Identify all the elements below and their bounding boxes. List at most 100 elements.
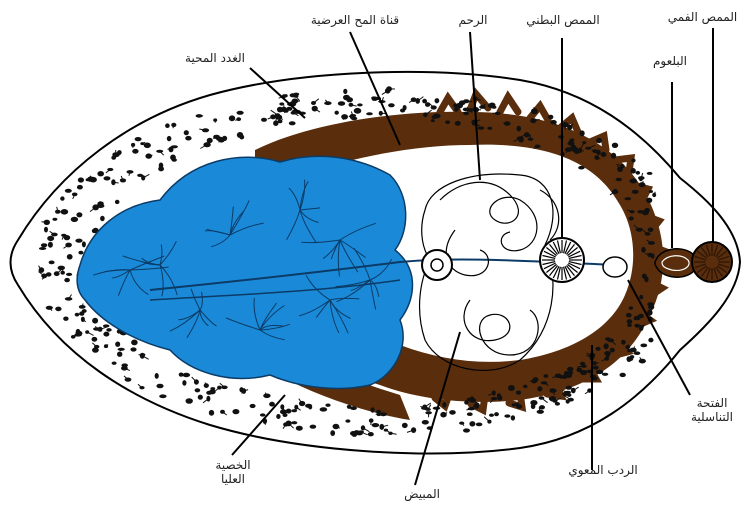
vitelline-gland-dot <box>629 306 633 309</box>
vitelline-gland-dot <box>566 399 570 403</box>
vitelline-gland-dot <box>291 409 297 412</box>
label-pharynx: البلعوم <box>640 54 700 68</box>
label-testis-line1: الخصية <box>198 458 268 472</box>
vitelline-gland-dot <box>184 130 189 135</box>
label-genital-pore: الفتحة التناسلية <box>680 396 744 424</box>
vitelline-gland-dot <box>308 405 312 410</box>
vitelline-gland-dot <box>602 373 608 376</box>
vitelline-gland-dot <box>100 216 105 221</box>
vitelline-gland-dot <box>626 313 632 318</box>
vitelline-gland-dot <box>641 247 646 253</box>
vitelline-gland-dot <box>279 102 284 105</box>
vitelline-gland-dot <box>165 123 170 128</box>
vitelline-gland-dot <box>494 412 499 416</box>
vitelline-gland-dot <box>112 362 117 365</box>
vitelline-gland-dot <box>343 89 347 94</box>
label-laurer-canal: قناة المح العرضية <box>300 13 410 27</box>
vitelline-gland-dot <box>103 332 109 337</box>
vitelline-gland-dot <box>476 423 483 427</box>
vitelline-gland-dot <box>610 348 615 353</box>
vitelline-gland-dot <box>52 218 57 221</box>
vitelline-gland-dot <box>422 99 427 104</box>
vitelline-gland-dot <box>55 307 61 312</box>
vitelline-gland-dot <box>548 115 553 120</box>
vitelline-gland-dot <box>335 111 339 115</box>
vitelline-gland-dot <box>596 138 602 143</box>
label-intestinal-caecum: الردب المعوي <box>553 463 653 477</box>
vitelline-gland-dot <box>92 337 98 342</box>
vitelline-gland-dot <box>60 196 64 200</box>
vitelline-gland-dot <box>552 389 557 393</box>
vitelline-gland-dot <box>647 172 653 175</box>
vitelline-gland-dot <box>283 413 288 417</box>
vitelline-gland-dot <box>64 278 70 282</box>
vitelline-gland-dot <box>75 239 82 243</box>
vitelline-gland-dot <box>517 126 522 132</box>
vitelline-gland-dot <box>593 366 599 370</box>
vitelline-gland-dot <box>562 392 568 396</box>
vitelline-gland-dot <box>120 179 126 182</box>
vitelline-gland-dot <box>78 177 84 182</box>
vitelline-gland-dot <box>489 103 496 108</box>
vitelline-gland-dot <box>67 254 73 260</box>
vitelline-gland-dot <box>594 155 599 160</box>
vitelline-gland-dot <box>159 163 164 169</box>
vitelline-gland-dot <box>580 362 585 366</box>
vitelline-gland-dot <box>627 324 632 327</box>
label-genital-pore-line1: الفتحة <box>680 396 744 410</box>
vitelline-gland-dot <box>432 115 438 119</box>
vitelline-gland-dot <box>82 241 86 247</box>
vitelline-gland-dot <box>533 377 539 382</box>
vitelline-gland-dot <box>469 421 475 426</box>
vitelline-gland-dot <box>639 295 643 300</box>
vitelline-gland-dot <box>131 340 138 346</box>
vitelline-gland-dot <box>345 419 350 422</box>
vitelline-gland-dot <box>104 176 111 180</box>
vitelline-gland-dot <box>92 318 98 324</box>
vitelline-gland-dot <box>580 130 585 136</box>
vitelline-gland-dot <box>289 121 296 125</box>
vitelline-gland-dot <box>632 190 639 194</box>
ovary-group <box>422 250 452 280</box>
vitelline-duct <box>296 94 297 95</box>
vitelline-gland-dot <box>627 349 633 352</box>
vitelline-gland-dot <box>250 404 256 408</box>
vitelline-gland-dot <box>76 212 82 217</box>
vitelline-gland-dot <box>65 297 73 301</box>
vitelline-gland-dot <box>310 425 317 429</box>
vitelline-gland-dot <box>453 103 457 107</box>
vitelline-gland-dot <box>612 143 618 148</box>
vitelline-gland-dot <box>607 339 614 343</box>
vitelline-gland-dot <box>354 108 362 114</box>
vitelline-gland-dot <box>237 111 244 115</box>
vitelline-gland-dot <box>209 389 216 394</box>
vitelline-gland-dot <box>566 386 572 390</box>
vitelline-gland-dot <box>539 405 545 409</box>
vitelline-gland-dot <box>467 412 473 416</box>
vitelline-gland-dot <box>463 112 469 116</box>
vitelline-duct <box>577 366 584 367</box>
vitelline-gland-dot <box>636 171 641 175</box>
vitelline-gland-dot <box>186 398 193 404</box>
vitelline-gland-dot <box>629 217 634 221</box>
vitelline-gland-dot <box>74 333 82 336</box>
vitelline-gland-dot <box>357 103 363 106</box>
vitelline-gland-dot <box>47 236 54 241</box>
vitelline-duct <box>213 138 220 139</box>
vitelline-gland-dot <box>135 137 142 141</box>
vitelline-gland-dot <box>612 190 619 194</box>
vitelline-gland-dot <box>463 428 470 432</box>
vitelline-gland-dot <box>449 410 456 415</box>
vitelline-gland-dot <box>330 430 335 436</box>
vitelline-gland-dot <box>144 143 151 149</box>
vitelline-gland-dot <box>596 347 601 351</box>
vitelline-gland-dot <box>455 121 461 126</box>
vitelline-gland-dot <box>372 423 380 427</box>
label-oral-sucker: الممص الفمي <box>660 10 745 24</box>
vitelline-gland-dot <box>338 101 345 106</box>
vitelline-gland-dot <box>516 404 522 409</box>
vitelline-gland-dot <box>644 210 649 214</box>
vitelline-duct <box>90 176 91 179</box>
vitelline-gland-dot <box>596 370 603 374</box>
vitelline-gland-dot <box>75 313 80 317</box>
